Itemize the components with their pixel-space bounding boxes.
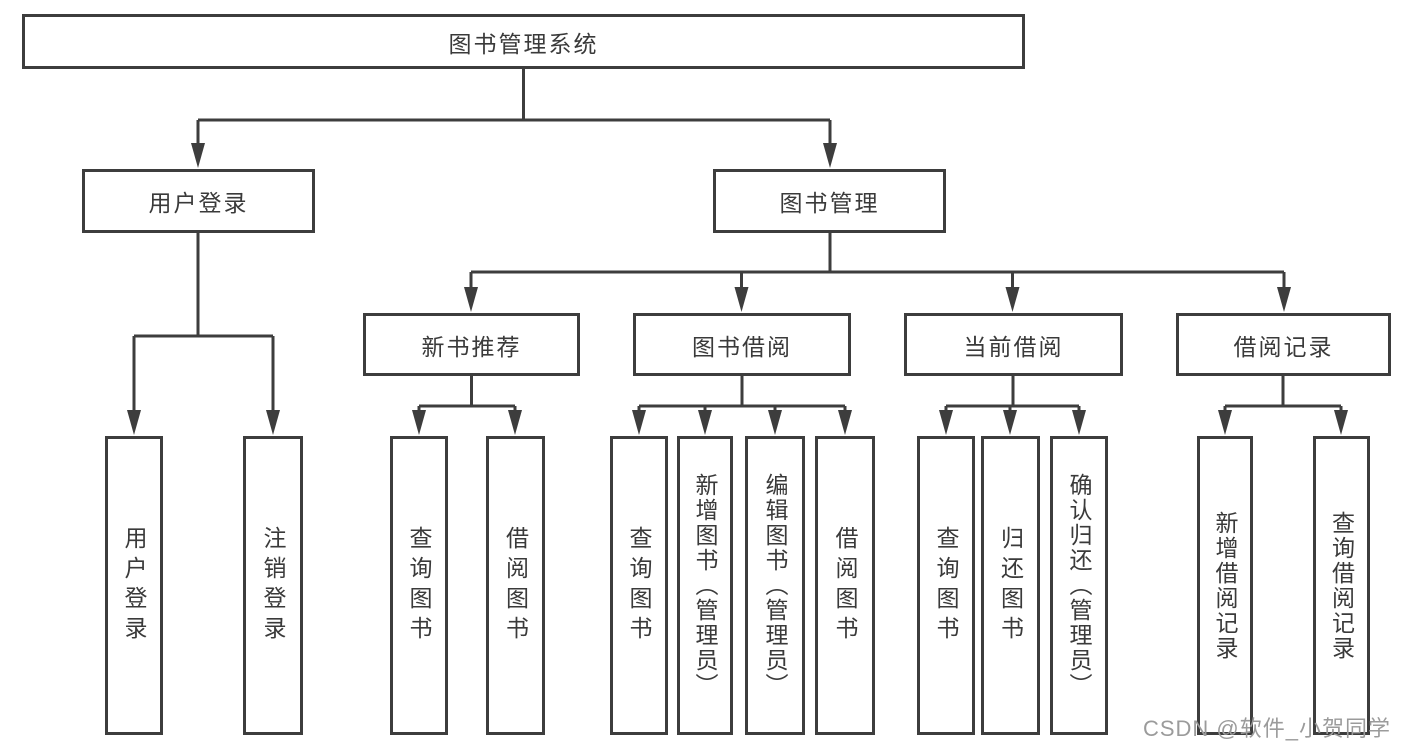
node-label: 查询借阅记录 <box>1328 510 1355 661</box>
node-label: 注销登录 <box>260 525 286 646</box>
arrow-down-icons <box>127 143 1348 435</box>
node-confirm-return-admin: 确认归还（管理员） <box>1050 436 1108 735</box>
node-borrow-books: 借阅图书 <box>486 436 545 735</box>
node-logout: 注销登录 <box>243 436 303 735</box>
node-label: 当前借阅 <box>963 333 1064 360</box>
node-label: 用户登录 <box>148 190 249 216</box>
node-label: 借阅记录 <box>1233 333 1334 360</box>
node-query-books: 查询图书 <box>610 436 668 735</box>
node-query-books: 查询图书 <box>917 436 975 735</box>
node-add-borrow-record: 新增借阅记录 <box>1197 436 1253 735</box>
node-query-books: 查询图书 <box>390 436 448 735</box>
node-user-login: 用户登录 <box>105 436 163 735</box>
node-query-borrow-record: 查询借阅记录 <box>1313 436 1370 735</box>
csdn-watermark: CSDN @软件_小贺同学 <box>1142 716 1391 741</box>
node-label: 用户登录 <box>121 525 147 646</box>
node-new-book-recommend: 新书推荐 <box>363 313 580 376</box>
node-label: 图书借阅 <box>692 333 792 360</box>
node-library-management-system: 图书管理系统 <box>22 14 1025 69</box>
node-borrow-records: 借阅记录 <box>1176 313 1391 376</box>
node-label: 新增借阅记录 <box>1212 510 1238 661</box>
node-edit-books-admin: 编辑图书（管理员） <box>745 436 805 735</box>
node-borrow-books: 借阅图书 <box>815 436 875 735</box>
node-label: 查询图书 <box>626 525 652 646</box>
node-book-borrow: 图书借阅 <box>633 313 851 376</box>
node-label: 借阅图书 <box>502 525 529 646</box>
node-label: 确认归还（管理员） <box>1066 473 1092 698</box>
node-add-books-admin: 新增图书（管理员） <box>677 436 733 735</box>
node-user-login-group: 用户登录 <box>82 169 315 233</box>
node-label: 新增图书（管理员） <box>692 473 718 698</box>
node-label: 归还图书 <box>997 525 1024 646</box>
node-label: 借阅图书 <box>832 525 858 646</box>
node-book-management: 图书管理 <box>713 169 946 233</box>
node-label: 查询图书 <box>933 525 959 646</box>
node-return-books: 归还图书 <box>981 436 1040 735</box>
node-current-borrow: 当前借阅 <box>904 313 1123 376</box>
node-label: 图书管理 <box>779 190 880 216</box>
node-label: 编辑图书（管理员） <box>762 473 788 698</box>
node-label: 图书管理系统 <box>448 30 599 57</box>
node-label: 查询图书 <box>406 525 432 646</box>
tree-edges <box>132 69 1343 414</box>
node-label: 新书推荐 <box>421 333 522 360</box>
